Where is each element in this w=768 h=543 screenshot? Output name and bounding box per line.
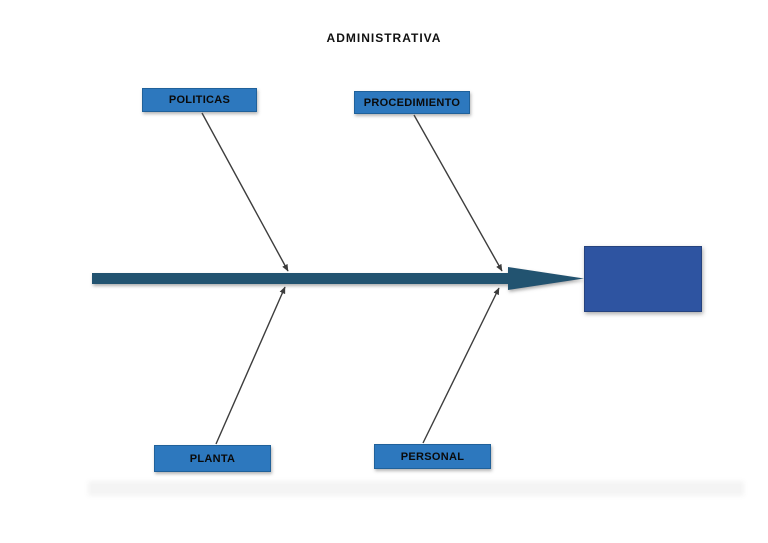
diagram-title: ADMINISTRATIVA <box>326 31 442 45</box>
category-label-planta: PLANTA <box>189 452 236 465</box>
spine-arrowhead-icon <box>508 267 584 290</box>
effect-box <box>584 246 702 312</box>
category-label-personal: PERSONAL <box>400 450 465 463</box>
branch-line-personal <box>422 287 500 444</box>
branch-line-politicas <box>201 112 289 272</box>
branch-line-planta <box>215 286 286 445</box>
category-label-politicas: POLITICAS <box>168 94 231 106</box>
category-box-procedimiento: PROCEDIMIENTO <box>354 91 470 114</box>
branch-line-procedimiento <box>413 114 503 272</box>
category-box-politicas: POLITICAS <box>142 88 257 112</box>
spine-line <box>92 273 508 284</box>
category-box-personal: PERSONAL <box>374 444 491 469</box>
ghost-text-artifact <box>88 481 744 496</box>
category-box-planta: PLANTA <box>154 445 271 472</box>
category-label-procedimiento: PROCEDIMIENTO <box>363 96 461 109</box>
